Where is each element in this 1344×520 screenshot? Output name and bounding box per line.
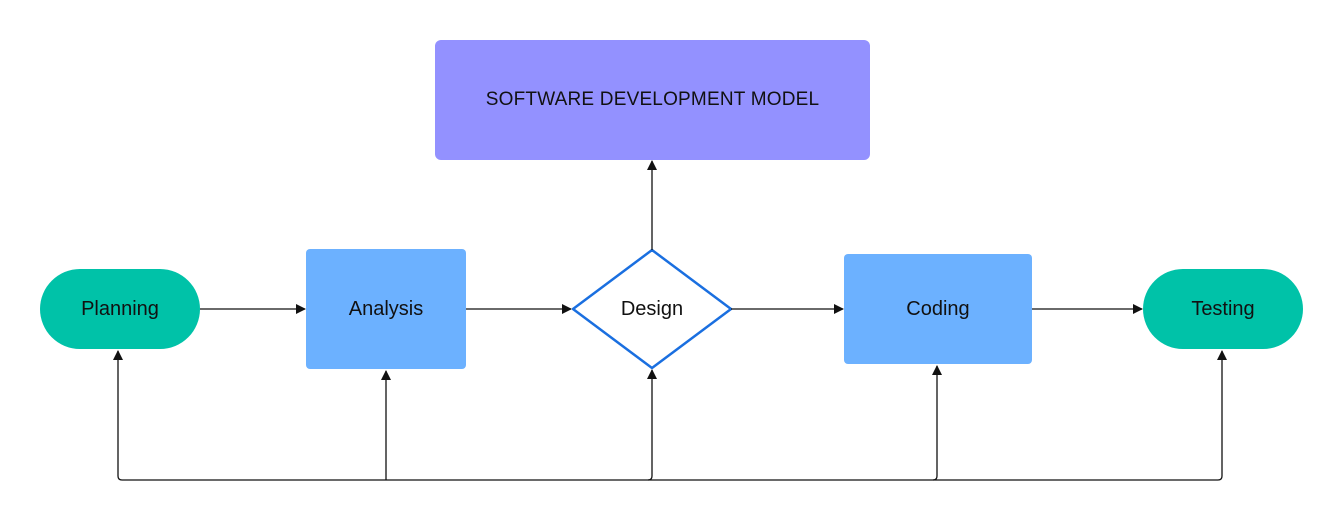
design-node: Design [572, 249, 732, 369]
testing-node[interactable]: Testing [1143, 269, 1303, 349]
feedback-curve-coding [932, 475, 938, 481]
coding-label: Coding [906, 297, 970, 320]
testing-label: Testing [1191, 297, 1255, 320]
feedback-to-planning [113, 350, 123, 481]
coding-node[interactable]: Coding [844, 254, 1032, 364]
planning-label: Planning [81, 297, 159, 320]
analysis-node[interactable]: Analysis [306, 249, 466, 369]
feedback-bus [122, 350, 1227, 481]
design-label: Design [620, 297, 684, 320]
planning-node[interactable]: Planning [40, 269, 200, 349]
feedback-curve-design [647, 475, 653, 481]
title-box[interactable]: SOFTWARE DEVELOPMENT MODEL [435, 40, 870, 160]
analysis-label: Analysis [348, 297, 424, 320]
design-diamond[interactable] [571, 248, 733, 370]
title-label: SOFTWARE DEVELOPMENT MODEL [485, 89, 820, 110]
